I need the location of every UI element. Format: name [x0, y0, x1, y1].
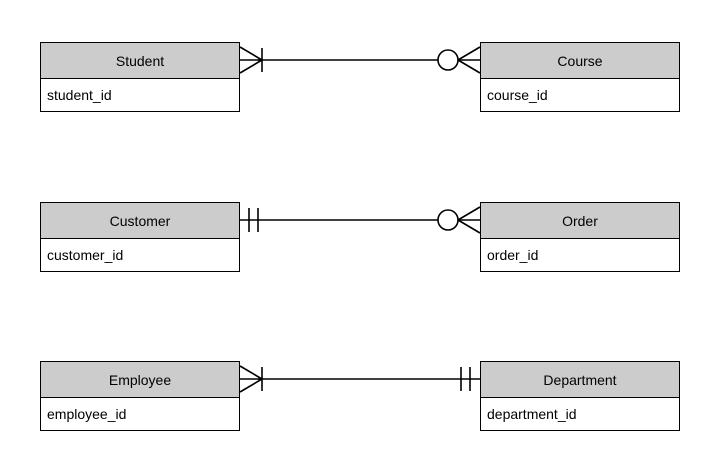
- attribute-course-id: course_id: [487, 87, 548, 103]
- cardinality-student-one-or-many: [239, 46, 263, 74]
- entity-department-attributes: department_id: [481, 398, 679, 430]
- entity-student[interactable]: Student student_id: [40, 42, 240, 112]
- cardinality-order-zero-or-many: [437, 206, 481, 234]
- attribute-customer-id: customer_id: [47, 247, 124, 263]
- cardinality-customer-exactly-one: [248, 208, 259, 232]
- relationship-employee-department[interactable]: [239, 365, 480, 393]
- relationship-customer-order[interactable]: [240, 206, 481, 234]
- relationship-student-course[interactable]: [239, 46, 481, 74]
- attribute-department-id: department_id: [487, 406, 577, 422]
- entity-student-title: Student: [41, 43, 239, 79]
- cardinality-department-exactly-one: [460, 367, 471, 391]
- entity-department-title: Department: [481, 362, 679, 398]
- attribute-order-id: order_id: [487, 247, 539, 263]
- entity-customer-attributes: customer_id: [41, 239, 239, 271]
- entity-order-title: Order: [481, 203, 679, 239]
- entity-employee-attributes: employee_id: [41, 398, 239, 430]
- cardinality-course-zero-or-many: [437, 46, 481, 74]
- entity-customer-title: Customer: [41, 203, 239, 239]
- attribute-student-id: student_id: [47, 87, 112, 103]
- entity-student-attributes: student_id: [41, 79, 239, 111]
- entity-employee[interactable]: Employee employee_id: [40, 361, 240, 431]
- entity-course-title: Course: [481, 43, 679, 79]
- entity-course-attributes: course_id: [481, 79, 679, 111]
- entity-order-attributes: order_id: [481, 239, 679, 271]
- attribute-employee-id: employee_id: [47, 406, 127, 422]
- cardinality-employee-one-or-many: [239, 365, 263, 393]
- entity-employee-title: Employee: [41, 362, 239, 398]
- entity-department[interactable]: Department department_id: [480, 361, 680, 431]
- entity-course[interactable]: Course course_id: [480, 42, 680, 112]
- entity-order[interactable]: Order order_id: [480, 202, 680, 272]
- entity-customer[interactable]: Customer customer_id: [40, 202, 240, 272]
